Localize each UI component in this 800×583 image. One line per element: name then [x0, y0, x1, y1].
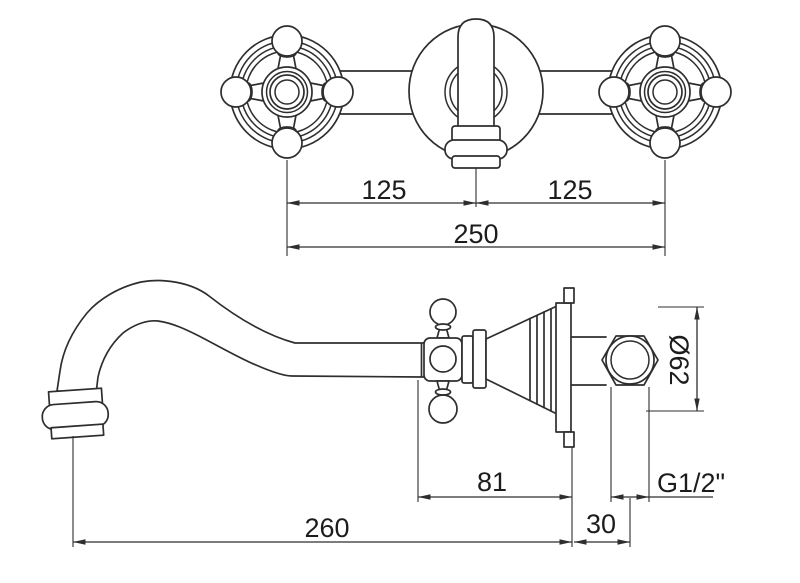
escutcheon-cone	[485, 305, 558, 415]
escutcheon	[461, 287, 575, 448]
left-cross-handle	[220, 25, 354, 159]
dim-label-thread: G1/2"	[657, 468, 725, 498]
thread-bore	[610, 340, 650, 380]
dim-label-30: 30	[586, 509, 616, 539]
dim-label-260: 260	[304, 513, 349, 543]
front-view: 125 125 250	[220, 18, 732, 256]
wall-flange-side	[555, 302, 572, 433]
wall-connection	[570, 335, 659, 386]
spout-body-front	[408, 18, 544, 169]
side-view: 81 G1/2" 30 260 Ø62	[41, 279, 725, 547]
right-cross-handle	[598, 25, 732, 159]
spout-front	[457, 18, 495, 130]
dim-label-250: 250	[453, 219, 498, 249]
cross-handle-side	[420, 298, 463, 424]
dim-label-diameter: Ø62	[664, 334, 694, 385]
dim-label-125-left: 125	[361, 175, 406, 205]
dim-label-125-right: 125	[547, 175, 592, 205]
dim-label-81: 81	[477, 467, 507, 497]
aerator-side	[41, 387, 110, 440]
